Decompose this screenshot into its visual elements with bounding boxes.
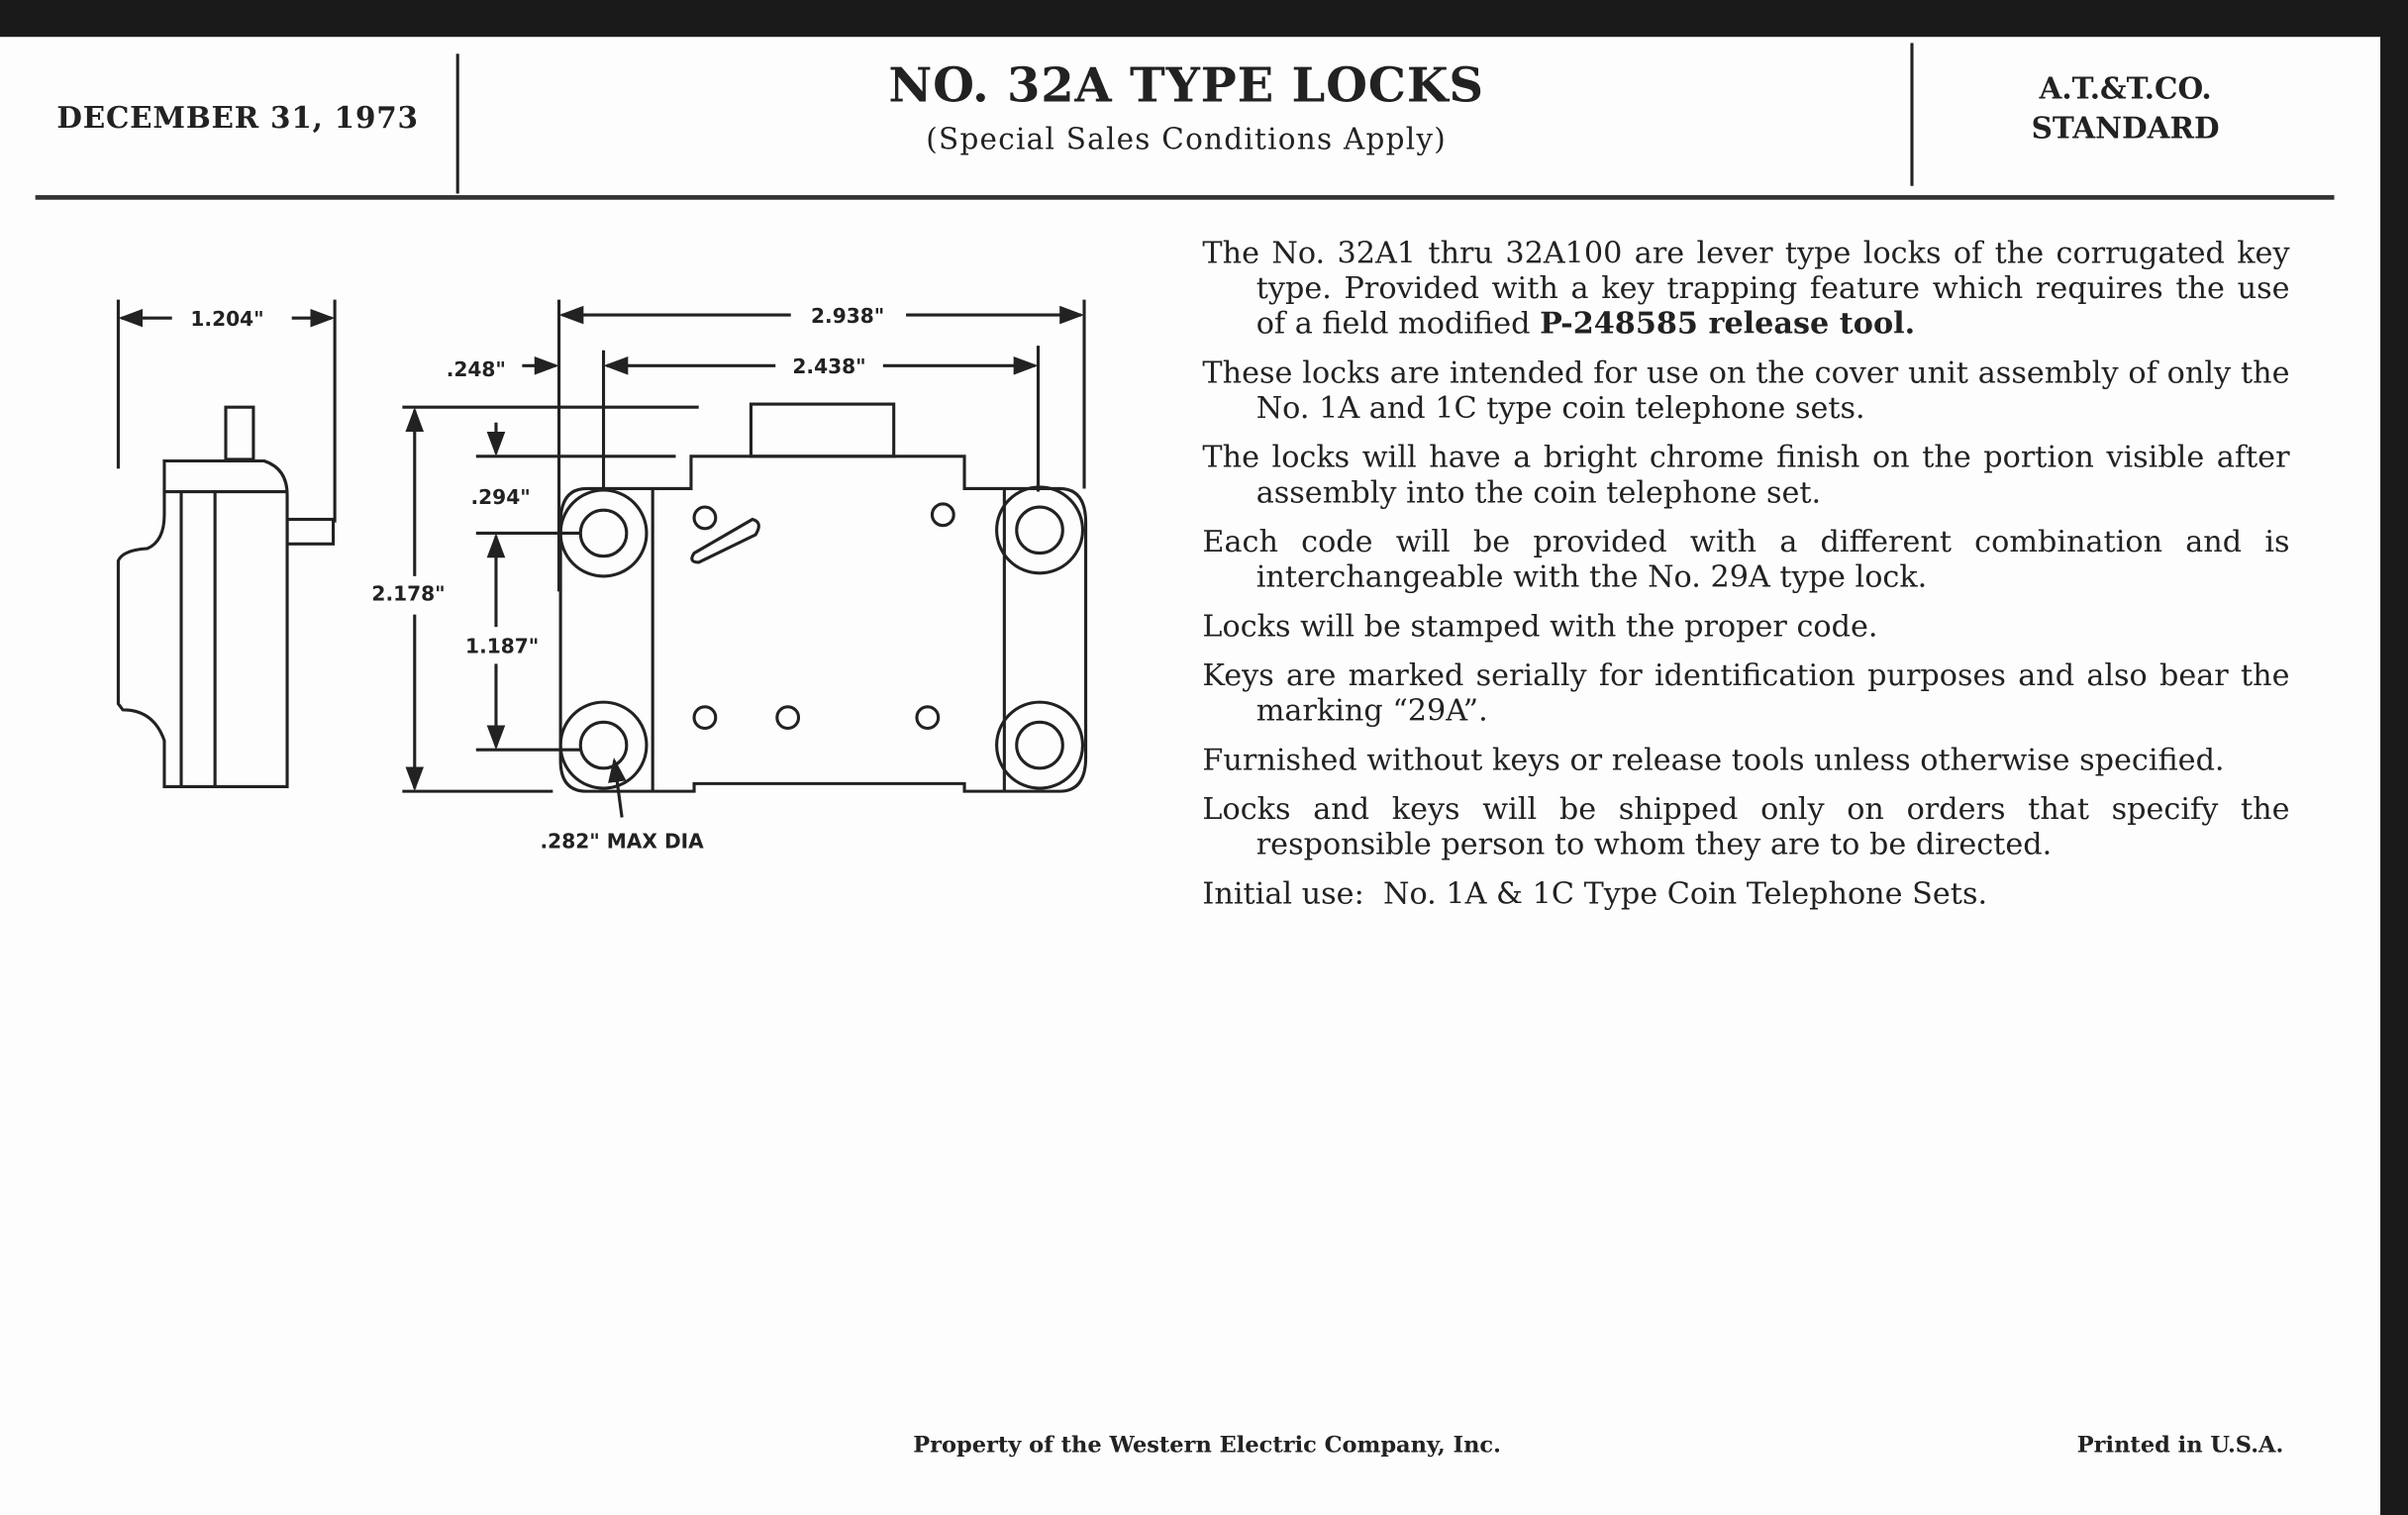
paragraph: Furnished without keys or release tools … [1202, 742, 2225, 778]
paragraph: Each code will be provided with a differ… [1202, 524, 2290, 595]
standard-line-1: A.T.&T.CO. [2039, 71, 2212, 107]
dim-overall-width: 2.938" [811, 304, 884, 328]
page-title: NO. 32A TYPE LOCKS [888, 57, 1484, 114]
dim-side-width: 1.204" [190, 307, 263, 331]
dim-hole-diameter: .282" MAX DIA [541, 830, 705, 854]
footer-printed: Printed in U.S.A. [2076, 1432, 2284, 1459]
description-text: The No. 32A1 thru 32A100 are lever type … [1202, 235, 2289, 925]
document-date: DECEMBER 31, 1973 [56, 101, 419, 136]
dim-hole-spacing-height: 1.187" [465, 634, 539, 657]
front-view [402, 299, 1088, 818]
header-divider [455, 53, 459, 194]
standard-label: A.T.&T.CO. STANDARD [1917, 69, 2335, 150]
standard-line-2: STANDARD [2031, 112, 2220, 147]
dim-top-offset: .294" [471, 485, 531, 509]
paragraph: Keys are marked serially for identificat… [1202, 657, 2290, 729]
paragraph: Locks will be stamped with the proper co… [1202, 608, 1878, 645]
header-divider [1910, 43, 1914, 186]
paragraph: Initial use: No. 1A & 1C Type Coin Telep… [1202, 875, 1988, 912]
release-tool-reference: P-248585 release tool. [1540, 305, 1916, 342]
paragraph: Locks and keys will be shipped only on o… [1202, 791, 2290, 862]
dim-hole-spacing-width: 2.438" [792, 354, 865, 378]
dim-edge-offset: .248" [447, 357, 506, 381]
paragraph: The locks will have a bright chrome fini… [1202, 439, 2290, 511]
page-subtitle: (Special Sales Conditions Apply) [926, 123, 1447, 157]
paragraph: The No. 32A1 thru 32A100 are lever type … [1202, 235, 2289, 341]
header-rule [35, 195, 2335, 200]
side-view [116, 299, 337, 789]
dim-overall-height: 2.178" [371, 582, 445, 606]
document-page [0, 37, 2381, 1515]
paragraph: These locks are intended for use on the … [1202, 354, 2290, 426]
paragraph-text: The No. 32A1 thru 32A100 are lever type … [1202, 235, 2290, 342]
footer-property: Property of the Western Electric Company… [913, 1432, 1501, 1459]
